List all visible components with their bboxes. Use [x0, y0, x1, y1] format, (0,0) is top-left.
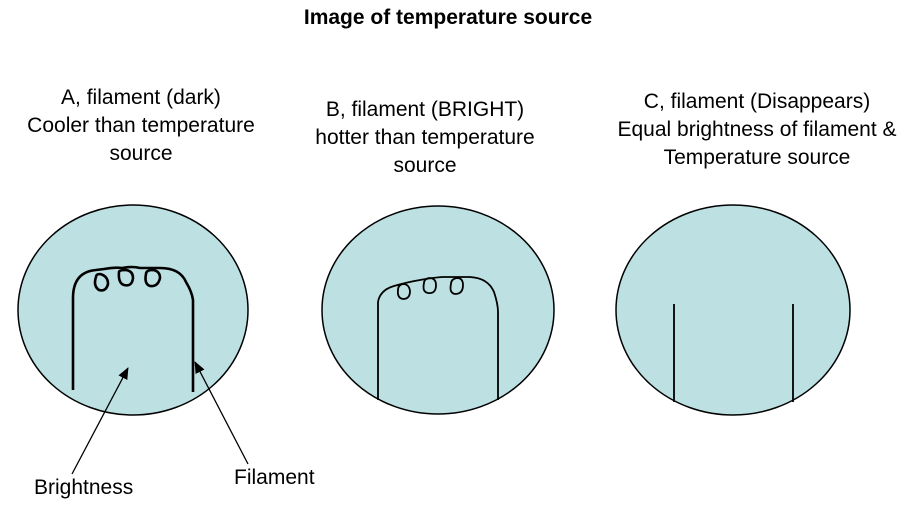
caption-c-line-3: Temperature source [663, 146, 851, 169]
temperature-source-disc-b [321, 205, 555, 415]
filament-coil-a-3 [144, 268, 162, 288]
caption-b-line-2: hotter than temperature [315, 126, 535, 149]
filament-coil-a-2 [117, 268, 135, 287]
caption-a-line-1: A, filament (dark) [61, 86, 221, 109]
caption-panel-a: A, filament (dark) Cooler than temperatu… [0, 84, 282, 168]
brightness-label: Brightness [34, 476, 134, 499]
filament-label: Filament [234, 466, 315, 489]
filament-coil-b-1 [396, 283, 411, 300]
filament-arrow [194, 361, 249, 465]
panel-a-view [17, 204, 249, 416]
temperature-source-disc-a [17, 204, 249, 416]
temperature-source-disc-c [615, 204, 851, 416]
caption-c-line-2: Equal brightness of filament & [617, 118, 897, 141]
panel-b-view [321, 205, 555, 415]
caption-b-line-1: B, filament (BRIGHT) [325, 98, 525, 121]
caption-a-line-3: source [109, 142, 173, 165]
caption-b-line-3: source [393, 154, 457, 177]
diagram-title: Image of temperature source [303, 6, 593, 29]
panel-c-view [615, 204, 851, 416]
caption-panel-b: B, filament (BRIGHT) hotter than tempera… [292, 96, 558, 180]
brightness-arrow [71, 367, 129, 475]
caption-panel-c: C, filament (Disappears) Equal brightnes… [590, 88, 924, 172]
filament-a [71, 265, 195, 392]
filament-coil-a-1 [93, 272, 110, 292]
filament-coil-b-2 [422, 277, 437, 294]
filament-coil-b-3 [449, 277, 464, 295]
caption-a-line-2: Cooler than temperature [27, 114, 255, 137]
caption-c-line-1: C, filament (Disappears) [643, 90, 871, 113]
filament-b [377, 276, 499, 400]
